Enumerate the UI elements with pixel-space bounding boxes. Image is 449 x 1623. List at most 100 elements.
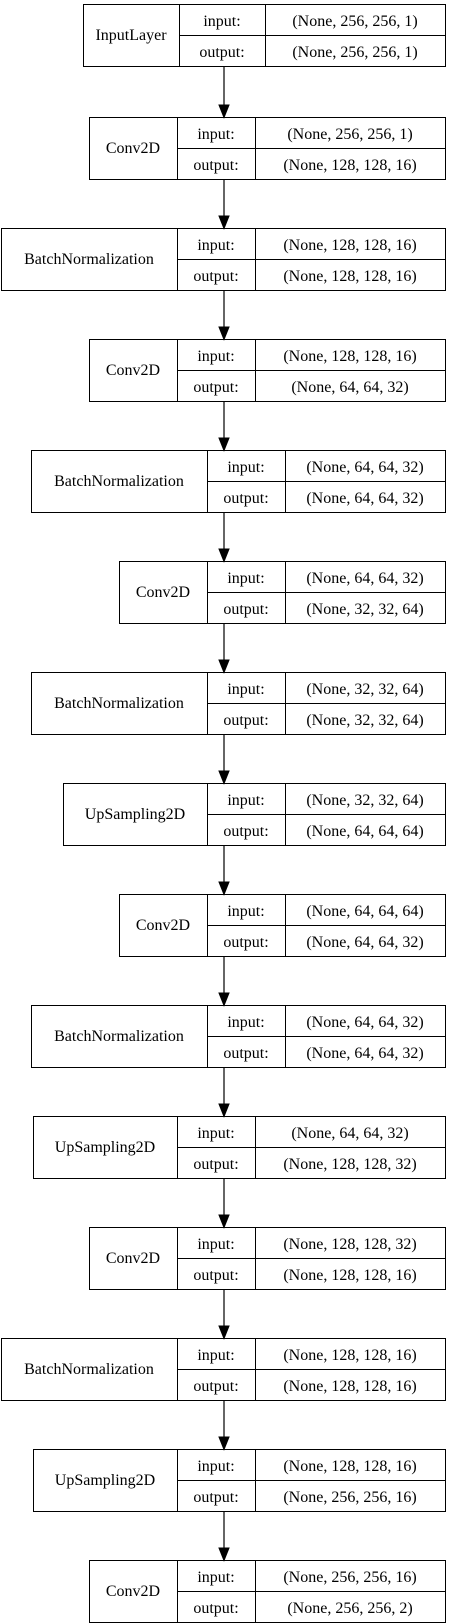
output-label: output: bbox=[223, 490, 268, 507]
output-label: output: bbox=[193, 1600, 238, 1617]
input-label: input: bbox=[227, 903, 264, 920]
arrow-head-icon bbox=[218, 1547, 230, 1562]
layer-name: Conv2D bbox=[136, 917, 190, 934]
output-label: output: bbox=[223, 934, 268, 951]
output-label: output: bbox=[193, 268, 238, 285]
input-shape: (None, 128, 128, 32) bbox=[283, 1236, 416, 1253]
output-shape: (None, 256, 256, 16) bbox=[283, 1489, 416, 1506]
edge-arrow bbox=[218, 1290, 230, 1340]
edge-arrow bbox=[218, 957, 230, 1007]
output-shape: (None, 32, 32, 64) bbox=[306, 601, 423, 618]
input-label: input: bbox=[227, 792, 264, 809]
output-label: output: bbox=[193, 1156, 238, 1173]
output-shape: (None, 256, 256, 1) bbox=[292, 44, 417, 61]
layer-name: Conv2D bbox=[106, 1583, 160, 1600]
output-shape: (None, 128, 128, 16) bbox=[283, 1378, 416, 1395]
output-shape: (None, 128, 128, 16) bbox=[283, 1267, 416, 1284]
arrow-head-icon bbox=[218, 548, 230, 563]
output-shape: (None, 128, 128, 32) bbox=[283, 1156, 416, 1173]
layer-name: Conv2D bbox=[106, 362, 160, 379]
input-shape: (None, 256, 256, 16) bbox=[283, 1569, 416, 1586]
edge-arrow bbox=[218, 1512, 230, 1562]
arrow-head-icon bbox=[218, 326, 230, 341]
input-label: input: bbox=[227, 570, 264, 587]
layer-node: Conv2D input: output: (None, 64, 64, 64) (No… bbox=[119, 894, 446, 957]
edge-arrow bbox=[218, 67, 230, 119]
output-label: output: bbox=[193, 1378, 238, 1395]
input-label: input: bbox=[197, 1347, 234, 1364]
output-shape: (None, 128, 128, 16) bbox=[283, 157, 416, 174]
layer-node: Conv2D input: output: (None, 128, 128, 16) (… bbox=[89, 339, 446, 402]
arrow-head-icon bbox=[218, 881, 230, 896]
output-shape: (None, 256, 256, 2) bbox=[287, 1600, 412, 1617]
input-shape: (None, 64, 64, 64) bbox=[306, 903, 423, 920]
output-shape: (None, 64, 64, 32) bbox=[306, 490, 423, 507]
edge-arrow bbox=[218, 1179, 230, 1229]
input-shape: (None, 128, 128, 16) bbox=[283, 237, 416, 254]
layer-node: UpSampling2D input: output: (None, 32, 32, … bbox=[63, 783, 446, 846]
arrow-head-icon bbox=[218, 215, 230, 230]
input-shape: (None, 32, 32, 64) bbox=[306, 792, 423, 809]
output-label: output: bbox=[223, 823, 268, 840]
output-shape: (None, 64, 64, 32) bbox=[306, 934, 423, 951]
layer-node: Conv2D input: output: (None, 256, 256, 1) (N… bbox=[89, 117, 446, 180]
output-shape: (None, 64, 64, 32) bbox=[306, 1045, 423, 1062]
layer-name: Conv2D bbox=[106, 140, 160, 157]
input-label: input: bbox=[197, 1125, 234, 1142]
output-label: output: bbox=[223, 601, 268, 618]
layer-name: UpSampling2D bbox=[85, 806, 185, 823]
layer-name: BatchNormalization bbox=[54, 1028, 184, 1045]
edge-arrow bbox=[218, 1068, 230, 1118]
arrow-head-icon bbox=[218, 104, 230, 119]
layer-node: BatchNormalization input: output: (None, 12… bbox=[1, 228, 446, 291]
layer-name: BatchNormalization bbox=[24, 1361, 154, 1378]
layer-name: Conv2D bbox=[106, 1250, 160, 1267]
layer-name: BatchNormalization bbox=[54, 473, 184, 490]
output-label: output: bbox=[193, 1267, 238, 1284]
layer-name: Conv2D bbox=[136, 584, 190, 601]
input-shape: (None, 128, 128, 16) bbox=[283, 348, 416, 365]
output-shape: (None, 32, 32, 64) bbox=[306, 712, 423, 729]
output-label: output: bbox=[193, 157, 238, 174]
layer-node: Conv2D input: output: (None, 256, 256, 16) (… bbox=[89, 1560, 446, 1623]
layer-name: UpSampling2D bbox=[55, 1472, 155, 1489]
input-shape: (None, 64, 64, 32) bbox=[306, 459, 423, 476]
output-label: output: bbox=[199, 44, 244, 61]
input-label: input: bbox=[227, 681, 264, 698]
output-shape: (None, 64, 64, 32) bbox=[291, 379, 408, 396]
arrow-head-icon bbox=[218, 659, 230, 674]
edge-arrow bbox=[218, 402, 230, 452]
arrow-head-icon bbox=[218, 1214, 230, 1229]
output-shape: (None, 128, 128, 16) bbox=[283, 268, 416, 285]
layer-name: InputLayer bbox=[95, 27, 167, 44]
edge-arrow bbox=[218, 513, 230, 563]
input-shape: (None, 256, 256, 1) bbox=[292, 13, 417, 30]
input-shape: (None, 256, 256, 1) bbox=[287, 126, 412, 143]
output-label: output: bbox=[223, 1045, 268, 1062]
input-shape: (None, 128, 128, 16) bbox=[283, 1347, 416, 1364]
arrow-head-icon bbox=[218, 1436, 230, 1451]
input-label: input: bbox=[197, 237, 234, 254]
input-label: input: bbox=[197, 348, 234, 365]
edge-arrow bbox=[218, 735, 230, 785]
input-shape: (None, 64, 64, 32) bbox=[306, 1014, 423, 1031]
arrow-head-icon bbox=[218, 437, 230, 452]
edge-arrow bbox=[218, 291, 230, 341]
layer-node: Conv2D input: output: (None, 128, 128, 32) (… bbox=[89, 1227, 446, 1290]
edge-arrow bbox=[218, 846, 230, 896]
input-label: input: bbox=[203, 13, 240, 30]
input-label: input: bbox=[197, 1569, 234, 1586]
layer-node: BatchNormalization input: output: (None, 12… bbox=[1, 1338, 446, 1401]
layer-name: BatchNormalization bbox=[24, 251, 154, 268]
input-shape: (None, 128, 128, 16) bbox=[283, 1458, 416, 1475]
input-shape: (None, 64, 64, 32) bbox=[291, 1125, 408, 1142]
input-label: input: bbox=[197, 126, 234, 143]
output-label: output: bbox=[193, 379, 238, 396]
input-label: input: bbox=[197, 1236, 234, 1253]
